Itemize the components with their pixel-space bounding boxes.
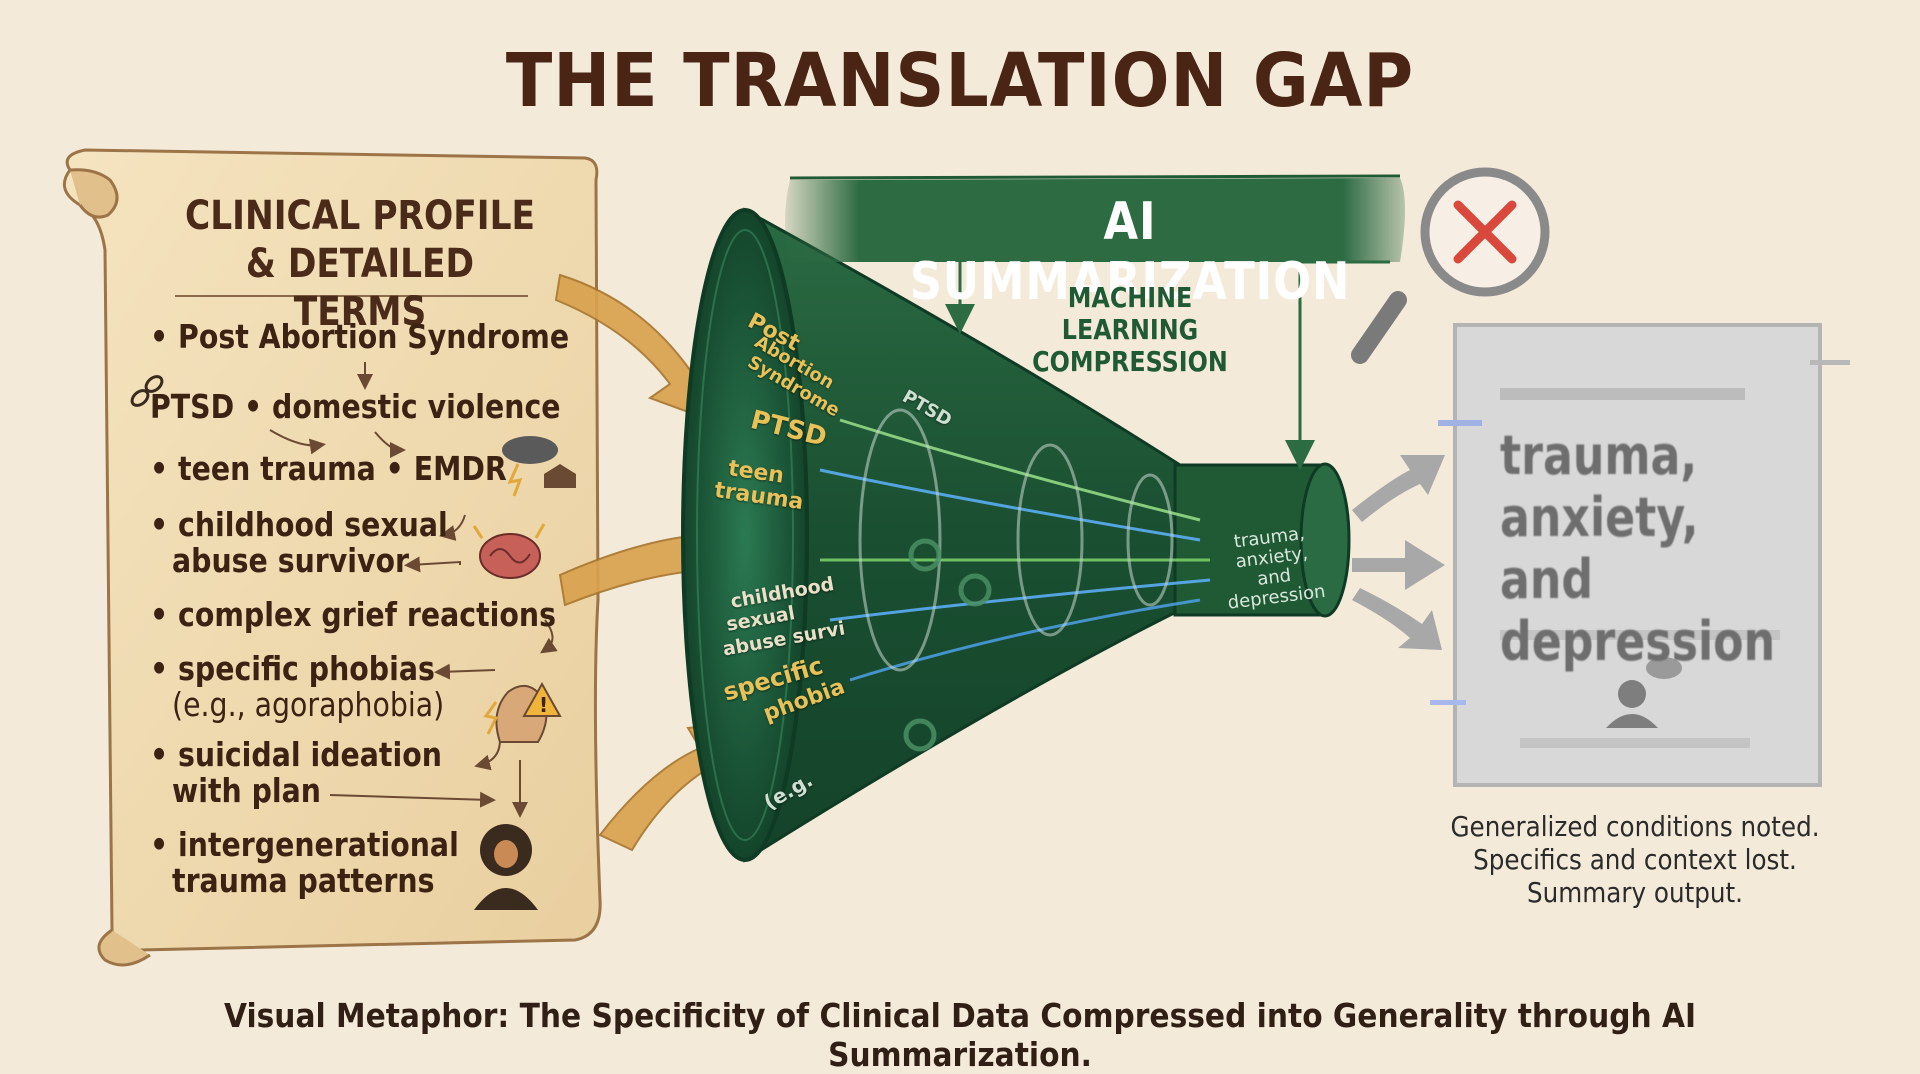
compression-arrows: [945, 260, 1390, 470]
term-suicidal-ideation-cont: with plan: [172, 771, 321, 810]
funnel-output-label: trauma, anxiety, and depression: [1204, 520, 1343, 615]
output-note-line-2: Specifics and context lost.: [1473, 843, 1797, 876]
summary-line-2: anxiety, and: [1500, 486, 1699, 611]
storm-house-icon: [502, 436, 576, 497]
term-intergenerational-cont: trauma patterns: [172, 861, 435, 900]
term-teen-trauma-emdr: • teen trauma • EMDR: [150, 449, 507, 488]
output-document: [1430, 323, 1850, 787]
summary-line-1: trauma,: [1500, 424, 1698, 487]
scroll-heading-line-1: CLINICAL PROFILE: [185, 193, 535, 239]
ml-label-line-1: MACHINE LEARNING: [1061, 281, 1199, 346]
term-specific-phobias: • specific phobias: [150, 649, 435, 688]
ai-summarization-banner: AI SUMMARIZATION: [909, 192, 1351, 312]
output-note-line-1: Generalized conditions noted.: [1450, 810, 1820, 843]
output-note-line-3: Summary output.: [1526, 876, 1744, 909]
scroll-graphic: [62, 148, 602, 967]
summary-document-text: trauma, anxiety, and depression: [1500, 424, 1776, 673]
list-connectors: [269, 362, 558, 818]
ml-label-line-2: COMPRESSION: [1032, 345, 1228, 378]
brain-icon: [472, 523, 546, 579]
chain-link-icon: [130, 375, 164, 407]
distressed-person-icon: [474, 824, 538, 910]
warning-head-icon: !: [483, 681, 562, 743]
term-specific-phobias-example: (e.g., agoraphobia): [172, 685, 445, 724]
term-childhood-sexual: • childhood sexual: [150, 505, 448, 544]
scroll-heading-line-2: & DETAILED TERMS: [245, 241, 475, 335]
output-arrows: [1352, 455, 1445, 650]
term-specific-phobias-cont: (e.g., agoraphobia): [172, 686, 444, 723]
term-suicidal-ideation: • suicidal ideation: [150, 735, 442, 774]
summary-line-3: depression: [1500, 610, 1776, 673]
figure-caption: Visual Metaphor: The Specificity of Clin…: [223, 996, 1697, 1074]
magnifier-reject-icon: [1351, 167, 1550, 364]
scroll-heading: CLINICAL PROFILE & DETAILED TERMS: [179, 192, 540, 336]
term-intergenerational: • intergenerational: [150, 825, 459, 864]
ml-compression-label: MACHINE LEARNING COMPRESSION: [1003, 282, 1258, 378]
term-post-abortion-syndrome: • Post Abortion Syndrome: [150, 317, 570, 356]
funnel-graphic: [681, 207, 1351, 863]
svg-text:!: !: [539, 693, 548, 717]
output-note: Generalized conditions noted. Specifics …: [1419, 810, 1850, 909]
term-complex-grief: • complex grief reactions: [150, 595, 557, 634]
page-title: THE TRANSLATION GAP: [505, 38, 1415, 124]
term-ptsd-domestic-violence: PTSD • domestic violence: [150, 387, 561, 426]
banner-graphic: [785, 174, 1405, 262]
term-childhood-sexual-cont: abuse survivor: [172, 541, 410, 580]
